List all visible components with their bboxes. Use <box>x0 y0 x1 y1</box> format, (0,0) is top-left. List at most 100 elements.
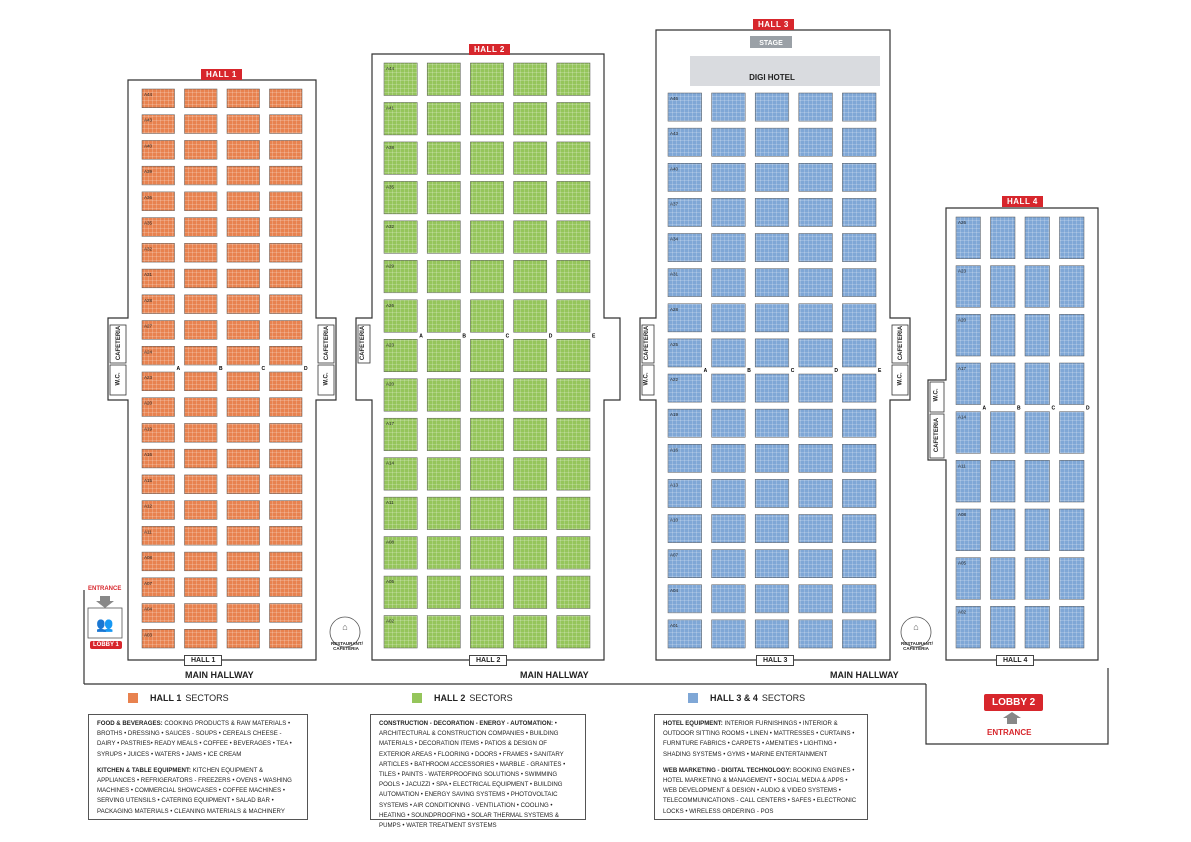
booth-block[interactable] <box>470 220 504 254</box>
booth-block[interactable] <box>184 165 218 186</box>
booth-block[interactable] <box>955 265 981 308</box>
booth-block[interactable] <box>842 268 877 297</box>
booth-block[interactable] <box>470 615 504 649</box>
booth-block[interactable] <box>184 217 218 237</box>
booth-block[interactable] <box>141 526 175 546</box>
booth-block[interactable] <box>269 448 303 469</box>
booth-block[interactable] <box>955 557 981 600</box>
booth-block[interactable] <box>711 619 746 649</box>
booth-block[interactable] <box>141 320 175 340</box>
booth-block[interactable] <box>383 378 418 412</box>
booth-block[interactable] <box>754 338 790 368</box>
booth-block[interactable] <box>711 127 746 157</box>
booth-block[interactable] <box>269 320 303 340</box>
booth-block[interactable] <box>1024 265 1050 308</box>
booth-block[interactable] <box>383 299 418 333</box>
booth-block[interactable] <box>513 339 548 372</box>
booth-block[interactable] <box>269 191 303 211</box>
booth-block[interactable] <box>556 496 591 530</box>
booth-block[interactable] <box>798 514 833 543</box>
booth-block[interactable] <box>383 62 418 96</box>
booth-block[interactable] <box>226 423 260 443</box>
booth-block[interactable] <box>711 338 746 368</box>
booth-block[interactable] <box>842 444 877 473</box>
booth-block[interactable] <box>667 127 702 157</box>
booth-block[interactable] <box>842 619 877 649</box>
booth-block[interactable] <box>955 362 981 405</box>
booth-block[interactable] <box>383 260 418 294</box>
booth-block[interactable] <box>556 615 591 649</box>
booth-block[interactable] <box>711 549 746 578</box>
booth-block[interactable] <box>842 233 877 262</box>
booth-block[interactable] <box>226 346 260 366</box>
booth-block[interactable] <box>141 191 175 211</box>
booth-block[interactable] <box>269 114 303 134</box>
booth-block[interactable] <box>798 127 833 157</box>
booth-block[interactable] <box>383 181 418 215</box>
booth-block[interactable] <box>269 346 303 366</box>
booth-block[interactable] <box>667 92 702 122</box>
booth-block[interactable] <box>513 181 548 215</box>
booth-block[interactable] <box>383 417 418 451</box>
booth-block[interactable] <box>754 549 790 578</box>
booth-block[interactable] <box>226 191 260 211</box>
booth-block[interactable] <box>269 140 303 160</box>
booth-block[interactable] <box>470 378 504 412</box>
booth-block[interactable] <box>1024 314 1050 357</box>
booth-block[interactable] <box>754 163 790 192</box>
booth-block[interactable] <box>1059 606 1085 649</box>
booth-block[interactable] <box>754 233 790 262</box>
booth-block[interactable] <box>990 314 1016 357</box>
booth-block[interactable] <box>426 457 461 491</box>
booth-block[interactable] <box>426 181 461 215</box>
booth-block[interactable] <box>141 629 175 649</box>
booth-block[interactable] <box>383 220 418 254</box>
booth-block[interactable] <box>226 294 260 314</box>
booth-block[interactable] <box>226 320 260 340</box>
booth-block[interactable] <box>754 373 790 403</box>
booth-block[interactable] <box>842 479 877 508</box>
booth-block[interactable] <box>141 243 175 263</box>
booth-block[interactable] <box>426 339 461 372</box>
booth-block[interactable] <box>754 584 790 614</box>
booth-block[interactable] <box>842 303 877 333</box>
booth-block[interactable] <box>1059 216 1085 259</box>
booth-block[interactable] <box>754 514 790 543</box>
booth-block[interactable] <box>1059 460 1085 503</box>
booth-block[interactable] <box>426 141 461 175</box>
booth-block[interactable] <box>667 408 702 438</box>
booth-block[interactable] <box>711 373 746 403</box>
booth-block[interactable] <box>426 220 461 254</box>
booth-block[interactable] <box>667 303 702 333</box>
booth-block[interactable] <box>141 448 175 469</box>
booth-block[interactable] <box>426 496 461 530</box>
booth-block[interactable] <box>1059 314 1085 357</box>
booth-block[interactable] <box>269 294 303 314</box>
booth-block[interactable] <box>141 603 175 623</box>
booth-block[interactable] <box>184 346 218 366</box>
booth-block[interactable] <box>470 339 504 372</box>
booth-block[interactable] <box>383 615 418 649</box>
booth-block[interactable] <box>667 479 702 508</box>
booth-block[interactable] <box>470 141 504 175</box>
booth-block[interactable] <box>141 397 175 417</box>
booth-block[interactable] <box>184 448 218 469</box>
booth-block[interactable] <box>426 575 461 609</box>
booth-block[interactable] <box>1059 411 1085 454</box>
booth-block[interactable] <box>842 549 877 578</box>
booth-block[interactable] <box>184 603 218 623</box>
booth-block[interactable] <box>141 165 175 186</box>
booth-block[interactable] <box>798 198 833 227</box>
booth-block[interactable] <box>798 233 833 262</box>
booth-block[interactable] <box>426 260 461 294</box>
booth-block[interactable] <box>513 141 548 175</box>
booth-block[interactable] <box>269 577 303 597</box>
booth-block[interactable] <box>470 496 504 530</box>
booth-block[interactable] <box>383 496 418 530</box>
booth-block[interactable] <box>955 314 981 357</box>
booth-block[interactable] <box>990 557 1016 600</box>
booth-block[interactable] <box>711 163 746 192</box>
booth-block[interactable] <box>269 371 303 391</box>
booth-block[interactable] <box>513 62 548 96</box>
booth-block[interactable] <box>269 217 303 237</box>
